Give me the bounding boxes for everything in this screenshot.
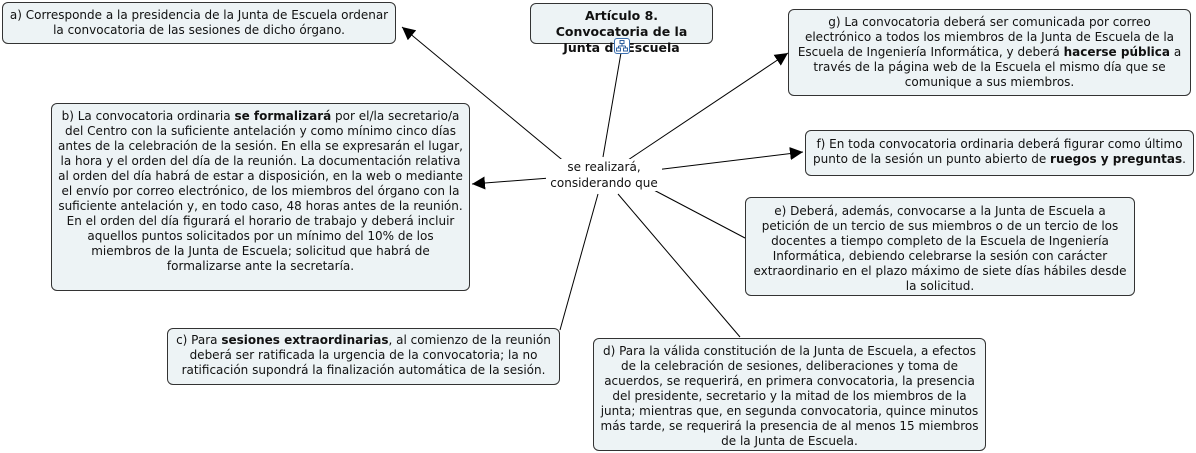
link-label: se realizará, considerando que: [546, 159, 662, 191]
arrow-to-f: [654, 147, 804, 171]
root-concept[interactable]: Artículo 8. Convocatoria de la Junta de …: [530, 3, 713, 55]
concept-d-text: d) Para la válida constitución de la Jun…: [600, 344, 979, 448]
concept-f-text: f) En toda convocatoria ordinaria deberá…: [813, 137, 1186, 166]
arrow-to-g: [627, 52, 789, 161]
concept-e-text: e) Deberá, además, convocarse a la Junta…: [753, 204, 1127, 293]
line-to-d: [617, 193, 741, 338]
root-title: Artículo 8. Convocatoria de la Junta de …: [555, 8, 688, 55]
concept-c[interactable]: c) Para sesiones extraordinarias, al com…: [167, 328, 560, 385]
concept-b-bold: se formalizará: [234, 109, 332, 123]
concept-a-text: a) Corresponde a la presidencia de la Ju…: [9, 8, 389, 37]
concept-g[interactable]: g) La convocatoria deberá ser comunicada…: [788, 9, 1191, 96]
concept-map-icon[interactable]: [614, 38, 630, 54]
line-to-c: [559, 193, 599, 331]
concept-c-bold: sesiones extraordinarias: [221, 333, 389, 347]
concept-a[interactable]: a) Corresponde a la presidencia de la Ju…: [2, 2, 396, 44]
concept-f[interactable]: f) En toda convocatoria ordinaria deberá…: [805, 130, 1194, 176]
arrow-to-b: [471, 176, 551, 190]
line-to-e: [649, 187, 746, 239]
link-root-to-label: [602, 46, 623, 158]
concept-f-bold: ruegos y preguntas: [1050, 152, 1183, 166]
concept-g-bold: hacerse pública: [1063, 45, 1171, 59]
concept-b-text: b) La convocatoria ordinaria se formaliz…: [58, 109, 463, 273]
concept-b[interactable]: b) La convocatoria ordinaria se formaliz…: [51, 103, 470, 291]
concept-c-text: c) Para sesiones extraordinarias, al com…: [176, 333, 551, 377]
concept-g-text: g) La convocatoria deberá ser comunicada…: [797, 15, 1182, 89]
concept-d[interactable]: d) Para la válida constitución de la Jun…: [593, 338, 986, 451]
arrow-to-a: [401, 26, 567, 164]
concept-e[interactable]: e) Deberá, además, convocarse a la Junta…: [745, 197, 1135, 296]
